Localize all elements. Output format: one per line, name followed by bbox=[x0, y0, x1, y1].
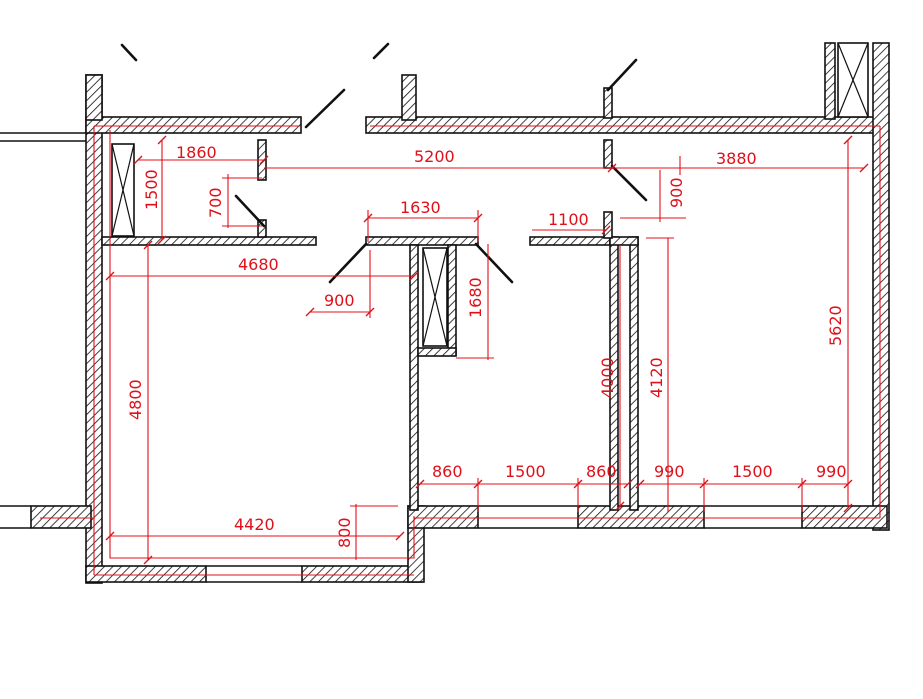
wall-bottom-left-b bbox=[301, 565, 423, 583]
dim-4420: 4420 bbox=[234, 515, 275, 534]
dim-1500-a: 1500 bbox=[505, 462, 546, 481]
dim-1500-b: 1500 bbox=[732, 462, 773, 481]
wall-stub-top-mid bbox=[401, 74, 417, 121]
walls bbox=[30, 42, 890, 584]
wall-inner-mid-right bbox=[529, 236, 611, 246]
wall-inner-right-b bbox=[629, 236, 639, 511]
dimension-labels: 1860 5200 3880 1500 700 1630 1100 900 46… bbox=[126, 143, 847, 548]
ventilation-shafts bbox=[111, 42, 869, 347]
dim-1860: 1860 bbox=[176, 143, 217, 162]
dim-4800: 4800 bbox=[126, 379, 145, 420]
door-entry-a bbox=[304, 88, 346, 129]
outer-lines bbox=[0, 132, 802, 583]
dim-1680: 1680 bbox=[466, 277, 485, 318]
dim-3880: 3880 bbox=[716, 149, 757, 168]
door-top-mid-outer bbox=[372, 42, 390, 60]
wall-inner-left-corridor bbox=[409, 244, 419, 511]
wall-right-outer bbox=[872, 42, 890, 531]
doors bbox=[120, 42, 648, 284]
dimension-lines bbox=[40, 125, 881, 576]
dim-4000: 4000 bbox=[598, 357, 617, 398]
wall-inner-right-cap bbox=[609, 236, 639, 246]
dim-990-a: 990 bbox=[654, 462, 685, 481]
dim-1100: 1100 bbox=[548, 210, 589, 229]
dim-800: 800 bbox=[335, 517, 354, 548]
dim-900-mid: 900 bbox=[324, 291, 355, 310]
door-inner-left bbox=[234, 194, 266, 228]
wall-shaft-right bbox=[447, 244, 457, 356]
dim-5620: 5620 bbox=[826, 305, 845, 346]
door-entry-b bbox=[606, 58, 638, 92]
wall-top-left bbox=[85, 116, 302, 134]
dim-1500-left: 1500 bbox=[142, 169, 161, 210]
dim-4120: 4120 bbox=[647, 357, 666, 398]
wall-bottom-right bbox=[801, 505, 888, 529]
door-inner-right bbox=[610, 164, 648, 202]
wall-shaft-bottom bbox=[417, 347, 457, 357]
dim-700: 700 bbox=[206, 187, 225, 218]
dim-860-b: 860 bbox=[586, 462, 617, 481]
wall-stub-606c bbox=[603, 211, 613, 239]
wall-bottom-mid-a bbox=[407, 505, 479, 529]
dim-860-a: 860 bbox=[432, 462, 463, 481]
wall-inner-mid-center bbox=[365, 236, 479, 246]
wall-far-left-stub bbox=[30, 505, 92, 529]
red-outline-left-room bbox=[109, 245, 415, 559]
dim-900-right: 900 bbox=[667, 177, 686, 208]
dim-4680: 4680 bbox=[238, 255, 279, 274]
wall-inner-mid-left bbox=[101, 236, 317, 246]
dim-990-b: 990 bbox=[816, 462, 847, 481]
dim-1630: 1630 bbox=[400, 198, 441, 217]
door-top-left-outer bbox=[120, 43, 138, 62]
dim-5200: 5200 bbox=[414, 147, 455, 166]
wall-stub-606 bbox=[603, 87, 613, 119]
wall-stub-top-left bbox=[85, 74, 103, 121]
wall-right-inner-col bbox=[824, 42, 836, 120]
door-bath bbox=[474, 242, 514, 284]
wall-bottom-left-a bbox=[85, 565, 207, 583]
wall-stub-606b bbox=[603, 139, 613, 169]
wall-top-right bbox=[365, 116, 877, 134]
wall-bottom-mid-b bbox=[577, 505, 705, 529]
wall-stub-262 bbox=[257, 219, 267, 238]
